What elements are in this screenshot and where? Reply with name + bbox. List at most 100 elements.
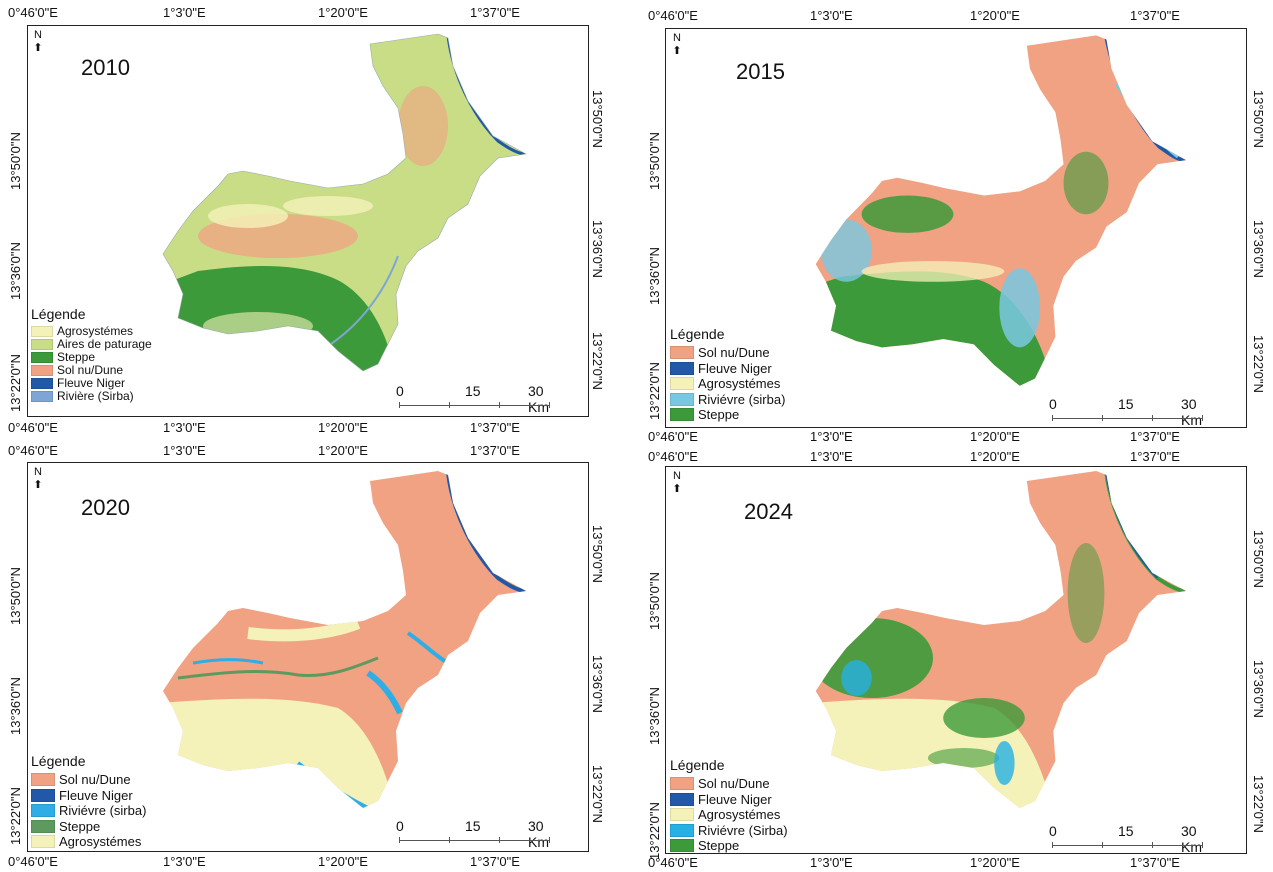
agro-patch <box>208 204 288 228</box>
left-coord-3: 13°22'0"N <box>8 354 23 412</box>
legend-swatch <box>31 835 55 849</box>
agro-patch <box>283 196 373 216</box>
left-coord-2: 13°36'0"N <box>647 687 662 745</box>
legend-item: Rivière (Sirba) <box>31 390 152 403</box>
bottom-coord-4: 1°37'0"E <box>1130 429 1180 444</box>
steppe-patch <box>1067 543 1105 643</box>
top-coord-4: 1°37'0"E <box>470 443 520 458</box>
legend-title: Légende <box>670 757 725 773</box>
legend-swatch <box>670 808 694 822</box>
steppe-patch <box>943 698 1025 738</box>
map-frame: N⬆ 2010 Légende Agrosystémes Aires de pa… <box>27 25 589 417</box>
top-coord-2: 1°3'0"E <box>810 449 853 464</box>
legend-swatch <box>31 326 53 337</box>
sirba-patch <box>192 658 264 665</box>
sirba-patch <box>366 670 403 715</box>
legend-swatch <box>31 352 53 363</box>
legend-swatch <box>670 408 694 422</box>
left-coord-2: 13°36'0"N <box>8 242 23 300</box>
legend-title: Légende <box>670 326 725 342</box>
legend-swatch <box>31 365 53 376</box>
top-coord-3: 1°20'0"E <box>970 8 1020 23</box>
right-coord-1: 13°50'0"N <box>590 90 605 148</box>
map-frame: N⬆ 2020 Légende Sol nu/Dune Fleuve Niger… <box>27 462 589 852</box>
agro-patch <box>861 261 1005 282</box>
right-coord-2: 13°36'0"N <box>1251 660 1266 718</box>
legend-item: Fleuve Niger <box>31 377 152 390</box>
north-arrow-icon: N⬆ <box>672 32 682 57</box>
legend-item: Sol nu/Dune <box>31 364 152 377</box>
top-coord-1: 0°46'0"E <box>648 8 698 23</box>
legend-item: Fleuve Niger <box>31 788 146 804</box>
legend-item: Sol nu/Dune <box>31 772 146 788</box>
steppe-strip <box>177 656 379 680</box>
map-year: 2024 <box>744 499 793 524</box>
top-coord-2: 1°3'0"E <box>163 5 206 20</box>
legend-swatch <box>31 788 55 802</box>
right-coord-2: 13°36'0"N <box>590 220 605 278</box>
legend-item: Riviévre (sirba) <box>670 392 785 408</box>
legend-item: Agrosystémes <box>31 325 152 338</box>
steppe-patch <box>1063 151 1109 215</box>
legend-swatch <box>670 777 694 791</box>
bottom-coord-2: 1°3'0"E <box>810 855 853 870</box>
sirba-patch <box>841 660 872 696</box>
legend-item: Riviévre (Sirba) <box>670 823 788 839</box>
bottom-coord-4: 1°37'0"E <box>1130 855 1180 870</box>
legend-swatch <box>31 819 55 833</box>
legend-item: Fleuve Niger <box>670 792 788 808</box>
map-year: 2015 <box>736 59 785 84</box>
top-coord-3: 1°20'0"E <box>318 5 368 20</box>
legend-title: Légende <box>31 753 86 769</box>
bottom-coord-3: 1°20'0"E <box>318 420 368 435</box>
legend-item: Sol nu/Dune <box>670 345 785 361</box>
left-coord-1: 13°50'0"N <box>8 132 23 190</box>
legend-swatch <box>31 339 53 350</box>
bottom-coord-3: 1°20'0"E <box>970 855 1020 870</box>
legend-item: Fleuve Niger <box>670 361 785 377</box>
top-coord-4: 1°37'0"E <box>1130 8 1180 23</box>
sirba-patch <box>999 268 1041 348</box>
left-coord-3: 13°22'0"N <box>647 362 662 420</box>
legend-item: Steppe <box>670 407 785 423</box>
legend-title: Légende <box>31 306 86 322</box>
left-coord-1: 13°50'0"N <box>8 567 23 625</box>
bare-soil-patch <box>398 86 448 166</box>
left-coord-3: 13°22'0"N <box>647 802 662 860</box>
legend-swatch <box>670 839 694 853</box>
top-coord-1: 0°46'0"E <box>8 5 58 20</box>
land-cover-map <box>815 471 1186 808</box>
right-coord-1: 13°50'0"N <box>1251 90 1266 148</box>
bottom-coord-4: 1°37'0"E <box>470 420 520 435</box>
top-coord-1: 0°46'0"E <box>8 443 58 458</box>
bottom-coord-1: 0°46'0"E <box>8 420 58 435</box>
top-coord-4: 1°37'0"E <box>1130 449 1180 464</box>
legend-item: Steppe <box>670 838 788 854</box>
bottom-coord-3: 1°20'0"E <box>318 854 368 869</box>
top-coord-2: 1°3'0"E <box>163 443 206 458</box>
top-coord-3: 1°20'0"E <box>970 449 1020 464</box>
bottom-coord-4: 1°37'0"E <box>470 854 520 869</box>
legend-swatch <box>31 804 55 818</box>
legend: Légende Agrosystémes Aires de paturage S… <box>31 306 152 403</box>
land-cover-map <box>815 35 1186 386</box>
top-coord-2: 1°3'0"E <box>810 8 853 23</box>
left-coord-3: 13°22'0"N <box>8 787 23 845</box>
north-arrow-icon: N⬆ <box>672 470 682 495</box>
left-coord-2: 13°36'0"N <box>647 247 662 305</box>
scale-bar: 0 15 30 Km <box>396 818 550 850</box>
map-year: 2020 <box>81 495 130 520</box>
map-year: 2010 <box>81 55 130 80</box>
legend-swatch <box>670 823 694 837</box>
legend: Légende Sol nu/Dune Fleuve Niger Riviévr… <box>31 753 146 850</box>
scale-bar: 0 15 30 Km <box>396 383 550 415</box>
north-arrow-icon: N⬆ <box>33 29 43 54</box>
left-coord-1: 13°50'0"N <box>647 572 662 630</box>
agro-area <box>163 698 388 808</box>
right-coord-2: 13°36'0"N <box>1251 220 1266 278</box>
right-coord-1: 13°50'0"N <box>590 525 605 583</box>
bottom-coord-3: 1°20'0"E <box>970 429 1020 444</box>
legend-swatch <box>31 378 53 389</box>
legend-item: Agrosystémes <box>670 807 788 823</box>
legend-item: Aires de paturage <box>31 338 152 351</box>
